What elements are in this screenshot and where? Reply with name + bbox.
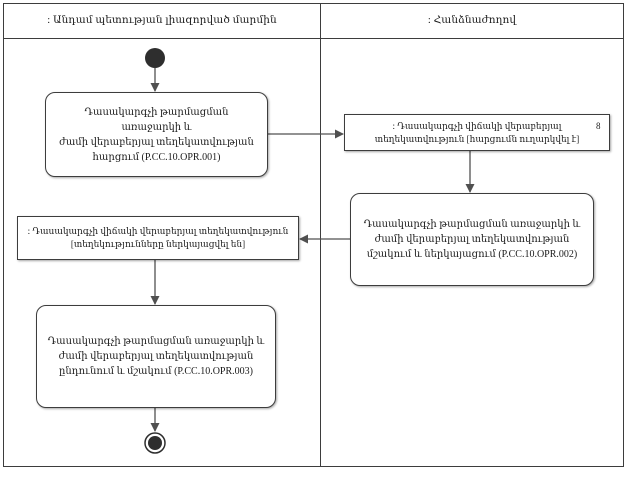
activity-opr003[interactable]: Դասակարգչի թարմացման առաջարկի և ժամի վեր… <box>36 305 276 408</box>
activity-opr001-label: Դասակարգչի թարմացման առաջարկի և ժամի վեր… <box>59 106 254 163</box>
object-status-info-submitted[interactable]: : Դասակարգչի վիճակի վերաբերյալ տեղեկատվո… <box>17 216 299 260</box>
activity-opr001[interactable]: Դասակարգչի թարմացման առաջարկի և ժամի վեր… <box>45 92 268 177</box>
swimlane-frame <box>3 3 624 467</box>
activity-opr002-label: Դասակարգչի թարմացման առաջարկի և ժամի վեր… <box>363 219 581 260</box>
object-status-request-sent[interactable]: : Դասակարգչի վիճակի վերաբերյալ տեղեկատվո… <box>344 114 610 151</box>
initial-node <box>145 48 165 68</box>
object-status-request-sent-label: : Դասակարգչի վիճակի վերաբերյալ տեղեկատվո… <box>374 120 580 144</box>
activity-opr002[interactable]: Դասակարգչի թարմացման առաջարկի և ժամի վեր… <box>350 193 594 286</box>
object-status-info-submitted-label: : Դասակարգչի վիճակի վերաբերյալ տեղեկատվո… <box>27 226 289 249</box>
final-node-inner <box>148 436 162 450</box>
activity-opr003-label: Դասակարգչի թարմացման առաջարկի և ժամի վեր… <box>47 336 265 377</box>
swimlane-title-member-state: : Անդամ պետության լիազորված մարմին <box>47 15 277 26</box>
final-node-outer <box>144 432 166 454</box>
object-status-request-sent-marker: 8 <box>596 121 601 131</box>
swimlane-title-commission: : Հանձնաժողով <box>427 15 517 26</box>
